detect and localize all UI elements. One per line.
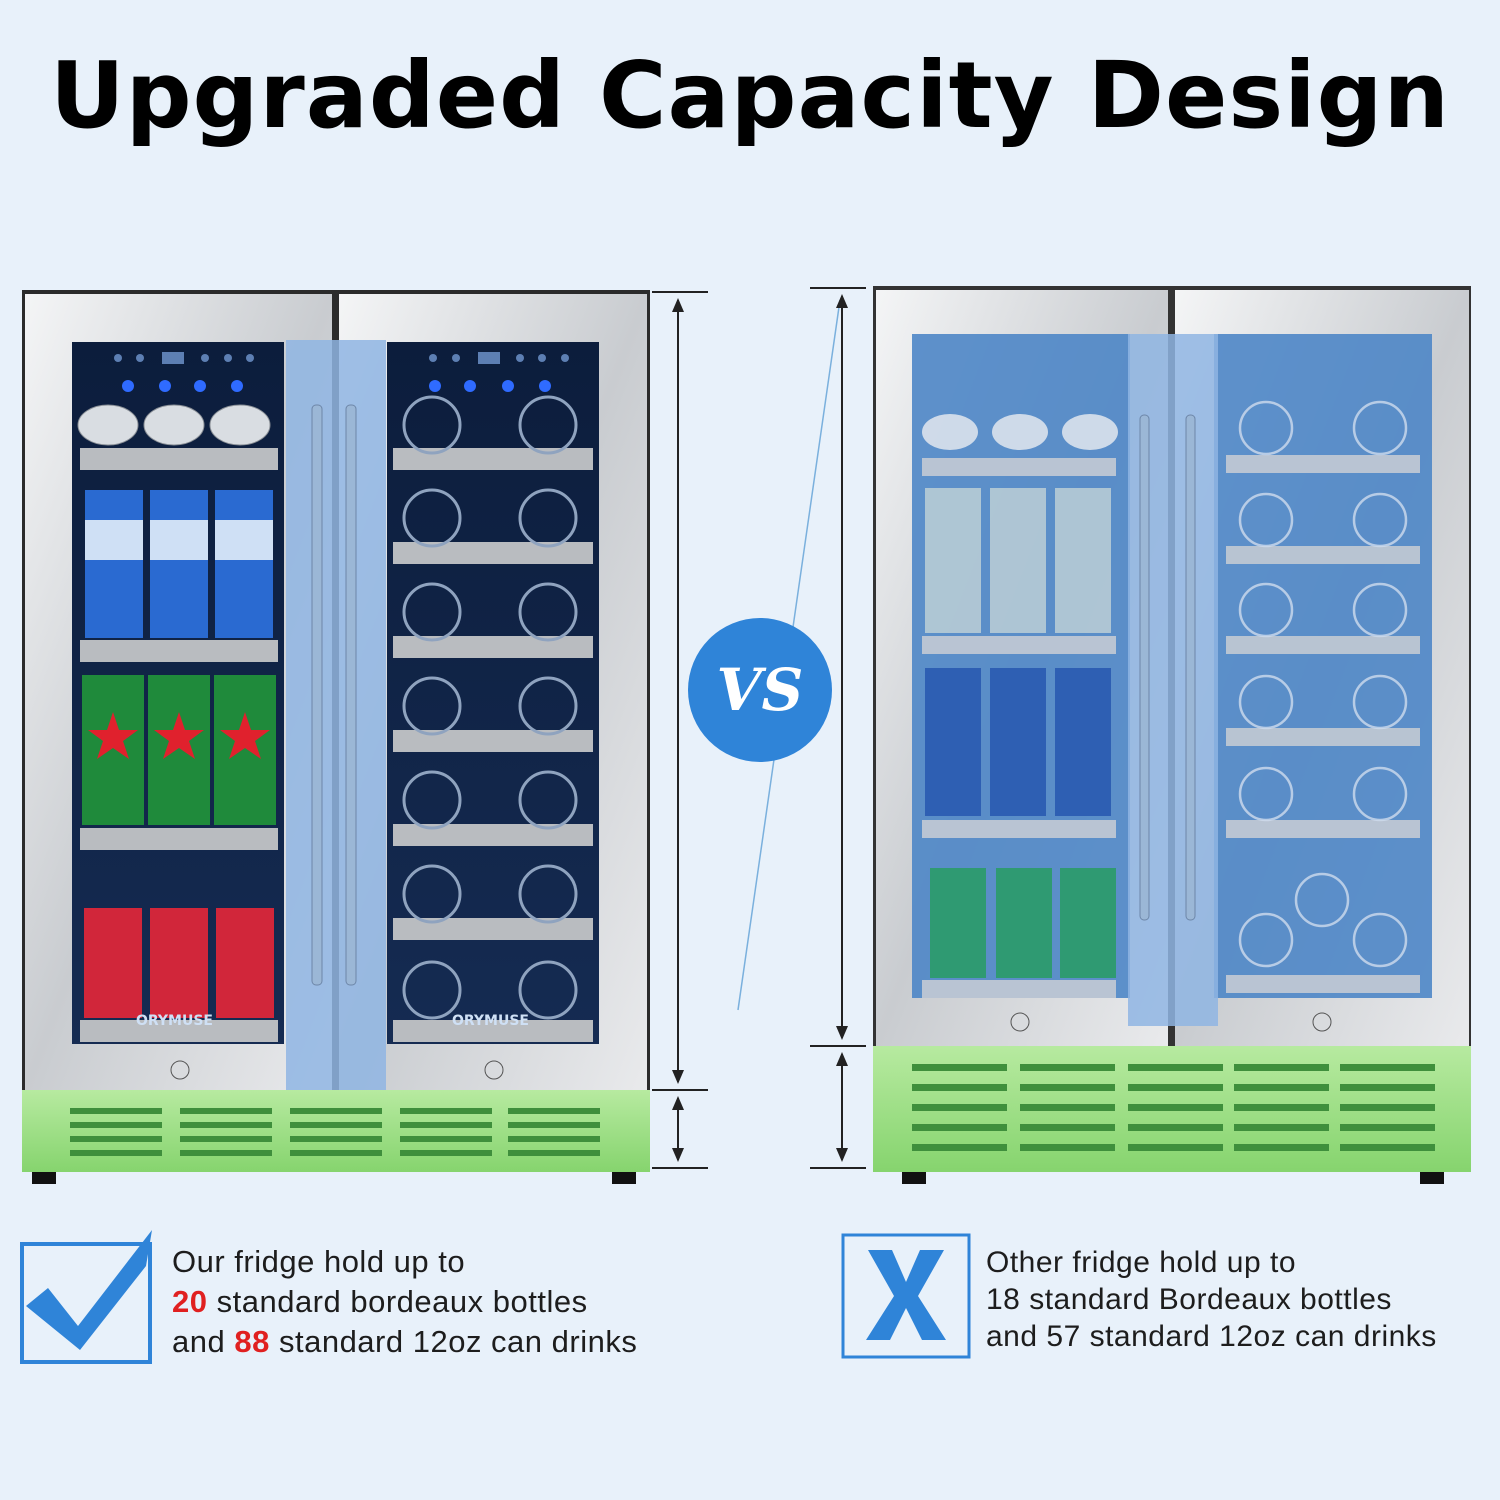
our-caption-line3-rest: standard 12oz can drinks [278,1324,638,1359]
vs-badge: VS [688,618,832,762]
page-title: Upgraded Capacity Design [49,42,1450,149]
our-fridge-caption: Our fridge hold up to 20 standard bordea… [172,1242,637,1362]
brand-label-right: ORYMUSE [452,1013,529,1029]
x-icon [841,1233,971,1359]
other-caption-line1: Other fridge hold up to [986,1246,1297,1279]
other-fridge-caption: Other fridge hold up to 18 standard Bord… [986,1244,1437,1355]
cans-count: 88 [234,1324,270,1359]
other-caption-line3: and 57 standard 12oz can drinks [986,1320,1437,1353]
our-caption-line3-prefix: and [172,1324,226,1359]
our-caption-line2: 20 standard bordeaux bottles [172,1282,637,1322]
other-caption-line2: 18 standard Bordeaux bottles [986,1283,1392,1316]
brand-label-left: ORYMUSE [136,1013,213,1029]
our-caption-line3: and 88 standard 12oz can drinks [172,1322,637,1362]
check-icon [20,1230,152,1364]
our-caption-line2-rest: standard bordeaux bottles [216,1284,588,1319]
our-caption-line1: Our fridge hold up to [172,1244,466,1279]
bottles-count: 20 [172,1284,208,1319]
